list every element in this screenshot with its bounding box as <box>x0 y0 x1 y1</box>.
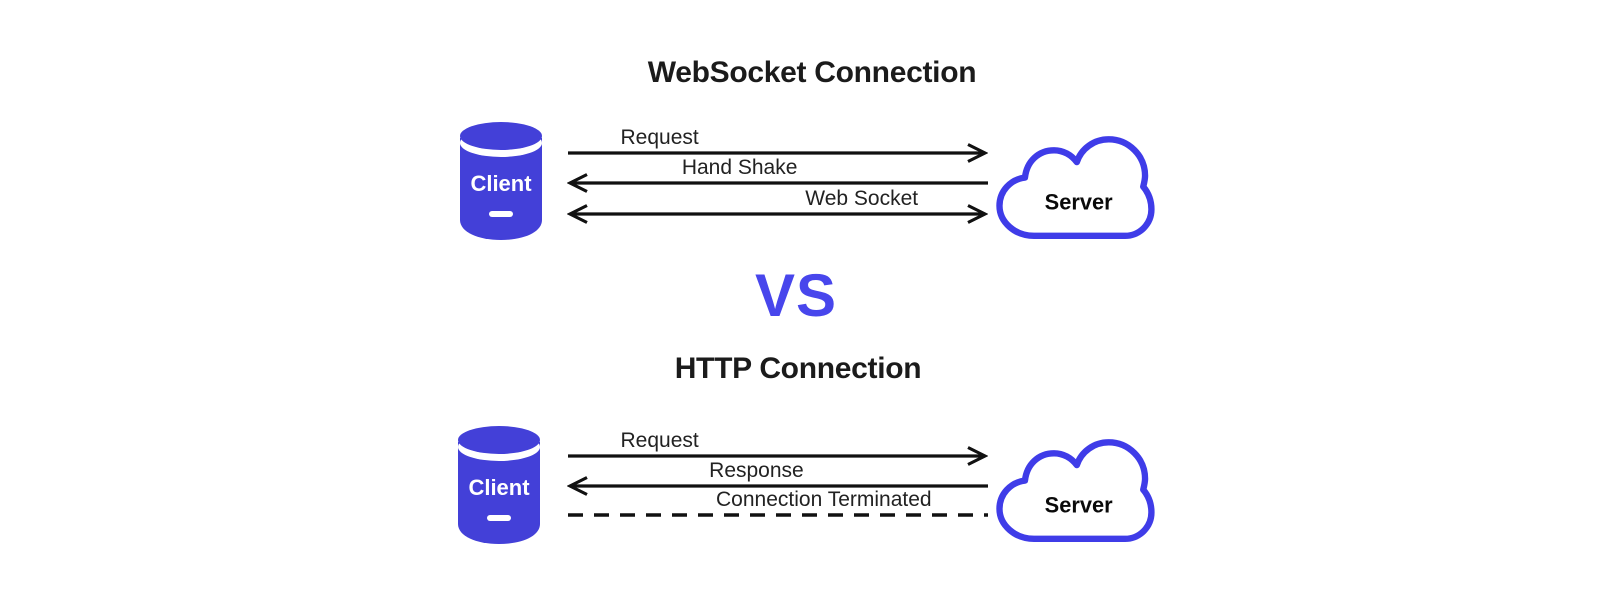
arrow-label-request: Request <box>620 429 699 452</box>
arrow-response-left <box>567 476 988 496</box>
vs-label: VS <box>754 262 838 329</box>
arrow-label-websocket: Web Socket <box>805 187 919 210</box>
database-cylinder-icon: Client <box>460 122 542 240</box>
arrow-request-right <box>568 143 988 163</box>
cylinder-dash <box>487 515 511 521</box>
arrow-label-request: Request <box>620 126 699 149</box>
arrow-label-connection-terminated: Connection Terminated <box>716 488 932 511</box>
http-section-title: HTTP Connection <box>674 352 922 385</box>
client-label: Client <box>468 475 530 500</box>
client-label: Client <box>470 171 532 196</box>
http-client-icon: Client <box>454 422 544 551</box>
http-server-icon: Server <box>991 436 1159 552</box>
cylinder-dash <box>489 211 513 217</box>
websocket-server-icon: Server <box>991 133 1159 249</box>
arrow-request-right <box>568 446 988 466</box>
arrow-label-handshake: Hand Shake <box>681 156 798 179</box>
websocket-client-icon: Client <box>456 118 546 247</box>
database-cylinder-icon: Client <box>458 426 540 544</box>
websocket-arrows: Request Hand Shake Web Socket <box>567 126 988 232</box>
server-label: Server <box>1045 492 1113 517</box>
cloud-icon: Server <box>996 136 1155 239</box>
websocket-section-title: WebSocket Connection <box>647 56 977 89</box>
arrow-connection-terminated-dashed <box>568 513 988 517</box>
cloud-icon: Server <box>996 439 1155 542</box>
arrow-label-response: Response <box>709 459 804 482</box>
http-arrows: Request Response Connection Terminated <box>567 429 988 535</box>
arrow-handshake-left <box>567 173 988 193</box>
server-label: Server <box>1045 189 1113 214</box>
arrow-websocket-both <box>567 204 988 224</box>
